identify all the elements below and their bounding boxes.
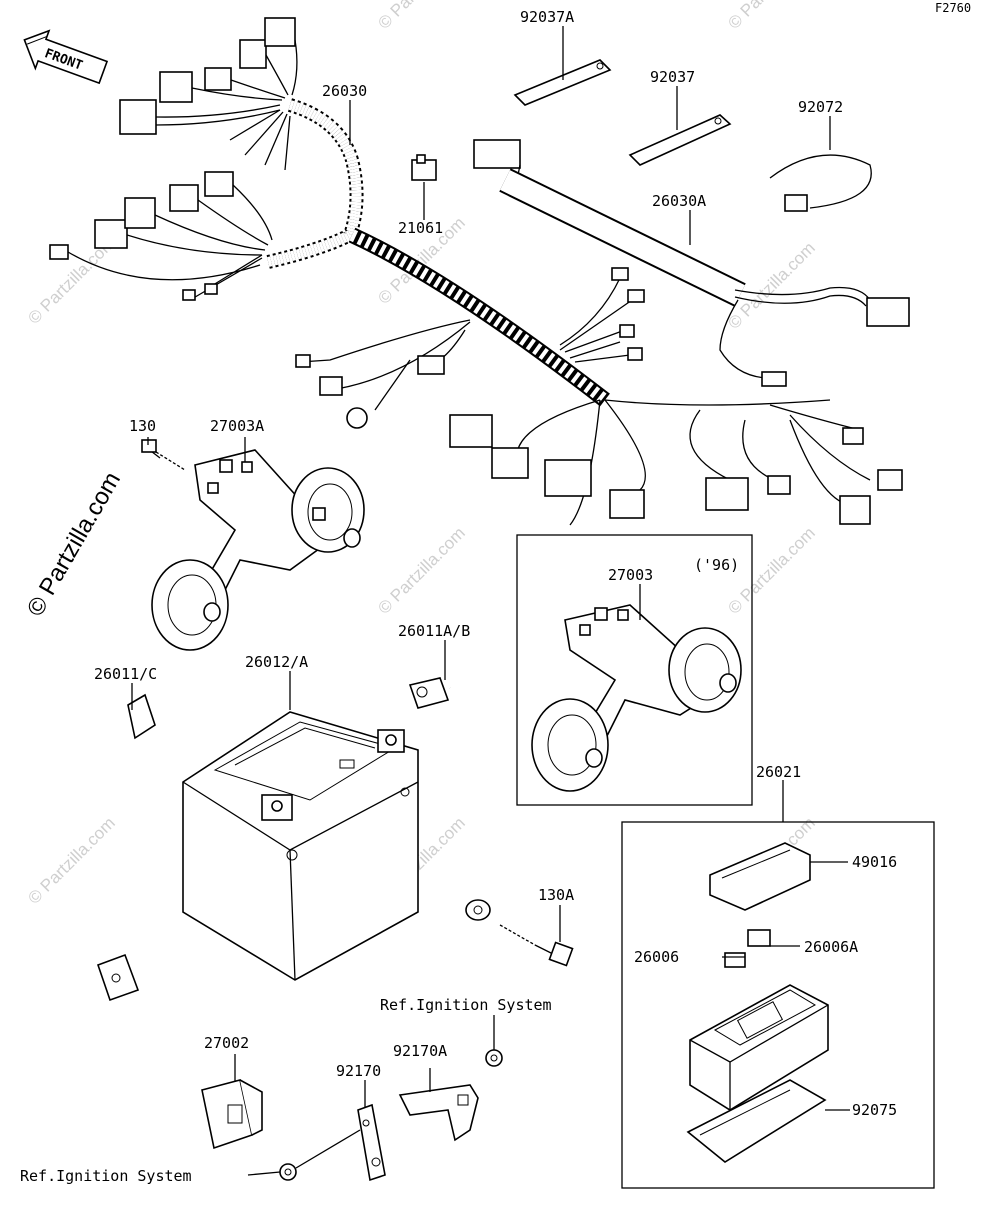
figure-id: F2760 bbox=[935, 1, 971, 15]
watermark-8: © Partzilla.com bbox=[24, 813, 118, 907]
label-130[interactable]: 130 bbox=[129, 417, 156, 435]
nut-92170A bbox=[485, 1049, 503, 1067]
note-model-96: ('96) bbox=[694, 556, 739, 574]
label-92170[interactable]: 92170 bbox=[336, 1062, 381, 1080]
branch-plug bbox=[346, 407, 368, 429]
label-27002[interactable]: 27002 bbox=[204, 1034, 249, 1052]
harness-connector-10 bbox=[49, 244, 69, 260]
part-92072-cable-tie bbox=[769, 154, 872, 212]
branch-connector-10 bbox=[877, 469, 903, 491]
branch-connector-2 bbox=[417, 355, 445, 375]
branch-connector-11 bbox=[842, 427, 864, 445]
horn-27003-disc-left bbox=[531, 698, 609, 792]
harness-connector-1 bbox=[119, 99, 157, 135]
junction-box-group-26021 bbox=[621, 821, 935, 1189]
sub-harness-26030A bbox=[473, 139, 910, 387]
part-92037A-strap bbox=[513, 59, 612, 106]
harness-connector-3 bbox=[204, 67, 232, 91]
part-92075-cover bbox=[686, 1079, 827, 1163]
harness-connector-5 bbox=[264, 17, 296, 47]
label-26011AB[interactable]: 26011A/B bbox=[398, 622, 470, 640]
branch-terminal-5 bbox=[295, 354, 311, 368]
horn-assembly-27003A bbox=[141, 439, 365, 651]
sub-harness-connector-front bbox=[473, 139, 521, 169]
harness-connector-7 bbox=[124, 197, 156, 229]
horn-disc-left bbox=[151, 559, 229, 651]
label-26021[interactable]: 26021 bbox=[756, 763, 801, 781]
branch-connector-1 bbox=[319, 376, 343, 396]
front-arrow-icon: FRONT bbox=[23, 29, 109, 85]
label-27003[interactable]: 27003 bbox=[608, 566, 653, 584]
branch-connector-5 bbox=[544, 459, 592, 497]
part-92037-strap bbox=[628, 114, 732, 166]
label-27003A[interactable]: 27003A bbox=[210, 417, 264, 435]
label-49016[interactable]: 49016 bbox=[852, 853, 897, 871]
label-26030A[interactable]: 26030A bbox=[652, 192, 706, 210]
harness-connector-8 bbox=[169, 184, 199, 212]
watermark-main: © Partzilla.com bbox=[22, 467, 126, 621]
part-49016-cover bbox=[709, 842, 811, 911]
sub-harness-connector-rear bbox=[866, 297, 910, 327]
branch-connector-9 bbox=[839, 495, 871, 525]
branch-connector-8 bbox=[767, 475, 791, 495]
fuse-26006 bbox=[724, 952, 746, 968]
bolt-130 bbox=[141, 439, 157, 453]
bracket-92170 bbox=[357, 1103, 386, 1182]
battery-26012A bbox=[182, 711, 419, 981]
branch-terminal-7 bbox=[204, 283, 218, 295]
relay-27002 bbox=[201, 1079, 263, 1150]
part-labels: 92037A 92037 92072 26030 26030A 21061 13… bbox=[20, 8, 897, 1185]
junction-box-26021 bbox=[686, 842, 829, 1163]
label-26011C[interactable]: 26011/C bbox=[94, 665, 157, 683]
part-21061-clip bbox=[411, 154, 437, 181]
label-92072[interactable]: 92072 bbox=[798, 98, 843, 116]
harness-connector-4 bbox=[239, 39, 267, 69]
sub-harness-terminal bbox=[761, 371, 787, 387]
branch-connector-6 bbox=[609, 489, 645, 519]
watermark-2: © Partzilla.com bbox=[724, 0, 818, 33]
battery-cable-26011AB bbox=[408, 677, 491, 921]
watermark-1: © Partzilla.com bbox=[374, 0, 468, 33]
nut-bottom bbox=[279, 1163, 297, 1181]
harness-connector-9 bbox=[204, 171, 234, 197]
bracket-92170A bbox=[398, 1084, 479, 1142]
harness-connector-2 bbox=[159, 71, 193, 103]
branch-terminal-6 bbox=[182, 289, 196, 301]
branch-terminal-2 bbox=[627, 289, 645, 303]
leader-lines bbox=[131, 26, 850, 1176]
label-92075[interactable]: 92075 bbox=[852, 1101, 897, 1119]
fuse-26006A bbox=[747, 929, 771, 947]
label-21061[interactable]: 21061 bbox=[398, 219, 443, 237]
branch-connector-3 bbox=[449, 414, 493, 448]
ref-ignition-system-top[interactable]: Ref.Ignition System bbox=[380, 996, 552, 1014]
branch-connector-7 bbox=[705, 477, 749, 511]
bolt-130A bbox=[499, 924, 574, 967]
label-26012A[interactable]: 26012/A bbox=[245, 653, 308, 671]
main-wiring-harness bbox=[49, 17, 903, 526]
watermark-6: © Partzilla.com bbox=[374, 523, 468, 617]
label-26006A[interactable]: 26006A bbox=[804, 938, 858, 956]
horn-27003-box bbox=[516, 534, 753, 806]
branch-terminal-3 bbox=[619, 324, 635, 338]
label-92170A[interactable]: 92170A bbox=[393, 1042, 447, 1060]
battery-cable-26011C bbox=[96, 693, 156, 1002]
label-130A[interactable]: 130A bbox=[538, 886, 574, 904]
harness-connector-6 bbox=[94, 219, 128, 249]
ref-ignition-system-bottom[interactable]: Ref.Ignition System bbox=[20, 1167, 192, 1185]
label-26006[interactable]: 26006 bbox=[634, 948, 679, 966]
branch-terminal-4 bbox=[627, 347, 643, 361]
branch-terminal-1 bbox=[611, 267, 629, 281]
branch-connector-4 bbox=[491, 447, 529, 479]
label-26030[interactable]: 26030 bbox=[322, 82, 367, 100]
label-92037A[interactable]: 92037A bbox=[520, 8, 574, 26]
horn-assembly-27003 bbox=[531, 604, 742, 792]
label-92037[interactable]: 92037 bbox=[650, 68, 695, 86]
